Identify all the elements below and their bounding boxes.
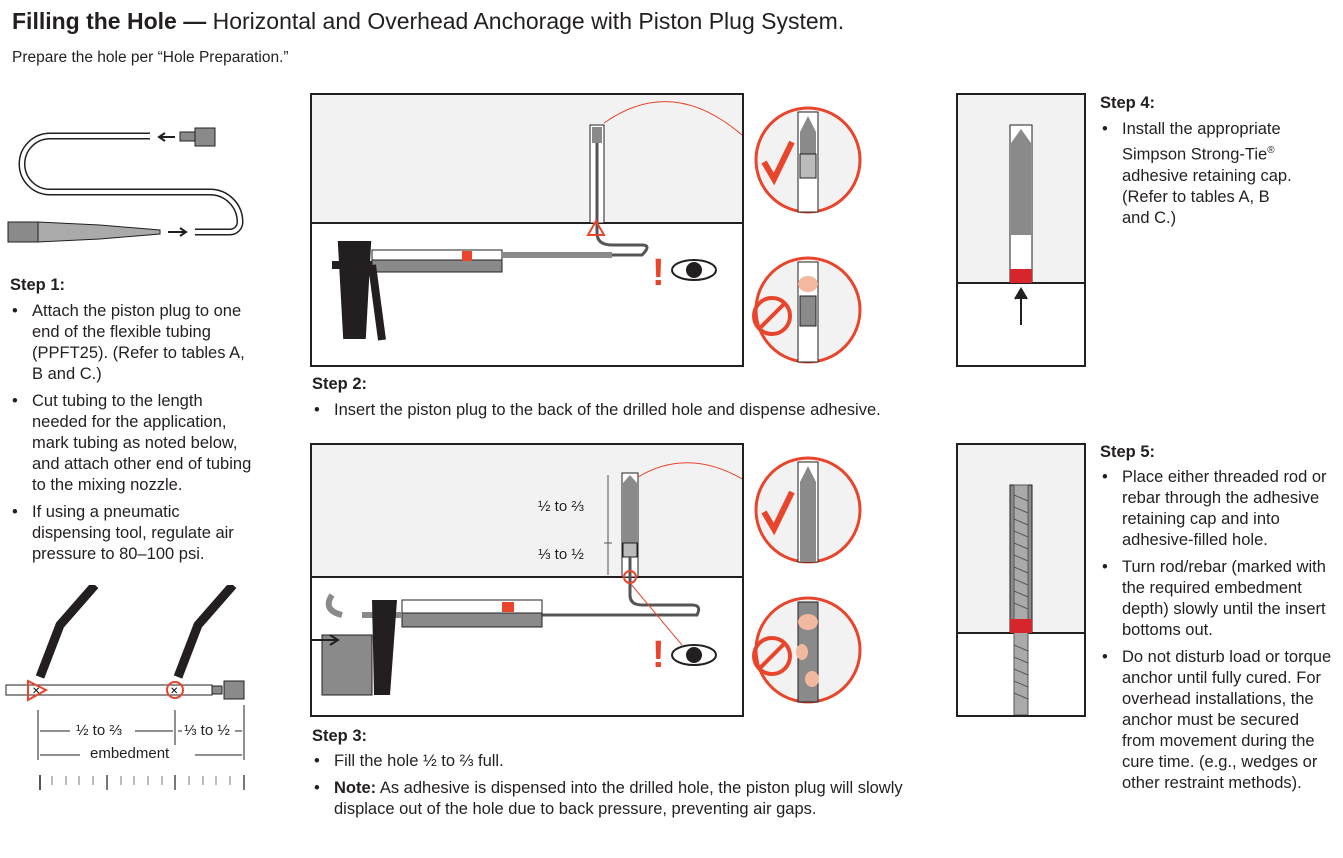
step3-callouts <box>752 456 862 704</box>
step3-heading: Step 3: <box>312 727 368 745</box>
step5-heading: Step 5: <box>1100 443 1156 461</box>
step5-bullet: Place either threaded rod or rebar throu… <box>1100 467 1336 551</box>
page-title: Filling the Hole — Horizontal and Overhe… <box>12 8 845 34</box>
step3-bullet: Fill the hole ½ to ⅔ full. <box>312 751 932 772</box>
tube-marking-illustration: ✕✕ <box>5 585 245 790</box>
step2-hole-diagram: ! <box>310 93 744 367</box>
step3-note: Note: As adhesive is dispensed into the … <box>312 778 932 820</box>
step2-heading: Step 2: <box>312 375 368 393</box>
embedment-label: embedment <box>90 745 170 762</box>
svg-text:!: ! <box>652 634 665 676</box>
tubing-illustration <box>7 127 244 243</box>
step1-bullet: Attach the piston plug to one end of the… <box>10 301 260 385</box>
step1-list: Attach the piston plug to one end of the… <box>10 301 260 571</box>
step4-cap-diagram <box>956 93 1086 367</box>
step1-bullet: If using a pneumatic dispensing tool, re… <box>10 502 260 565</box>
step1-heading: Step 1: <box>10 276 66 294</box>
step2-callouts <box>752 106 862 364</box>
svg-text:!: ! <box>652 252 665 294</box>
step5-list: Place either threaded rod or rebar throu… <box>1100 467 1336 800</box>
step2-list: Insert the piston plug to the back of th… <box>312 400 952 427</box>
page-subtitle: Prepare the hole per “Hole Preparation.” <box>12 49 289 66</box>
step4-heading: Step 4: <box>1100 94 1156 112</box>
step3-hole-diagram: ! <box>310 443 744 717</box>
svg-text:✕: ✕ <box>32 686 40 697</box>
fill-upper-label: ½ to ⅔ <box>538 498 584 515</box>
step2-bullet: Insert the piston plug to the back of th… <box>312 400 952 421</box>
step3-list: Fill the hole ½ to ⅔ full. Note: As adhe… <box>312 751 932 826</box>
fill-lower-label: ⅓ to ½ <box>538 546 584 563</box>
step4-list: Install the appropriate Simpson Strong-T… <box>1100 119 1300 235</box>
step5-rod-diagram <box>956 443 1086 717</box>
step5-bullet: Do not disturb load or torque anchor unt… <box>1100 647 1336 794</box>
mark-second-label: ⅓ to ½ <box>184 722 230 739</box>
step1-bullet: Cut tubing to the length needed for the … <box>10 391 260 496</box>
svg-text:✕: ✕ <box>170 686 178 697</box>
mark-first-label: ½ to ⅔ <box>76 722 122 739</box>
step5-bullet: Turn rod/rebar (marked with the required… <box>1100 557 1336 641</box>
step4-bullet: Install the appropriate Simpson Strong-T… <box>1100 119 1300 229</box>
